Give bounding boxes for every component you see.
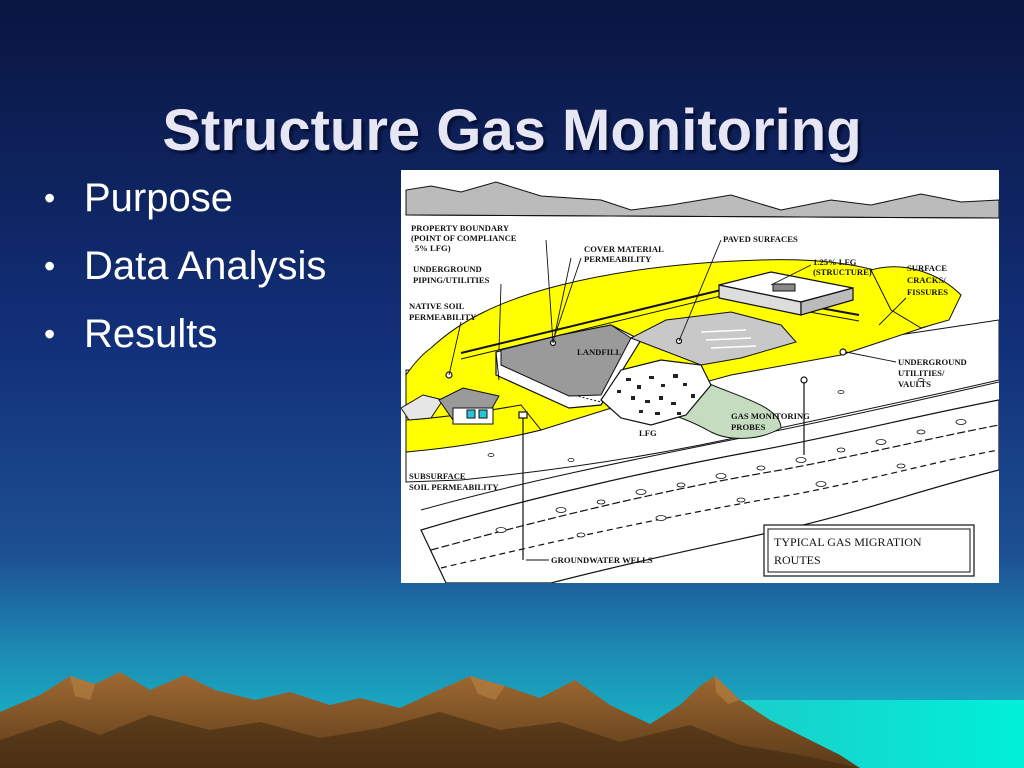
label-underground-utilities: VAULTS bbox=[898, 379, 931, 389]
label-landfill: LANDFILL bbox=[577, 347, 622, 357]
label-gas-probes: GAS MONITORING bbox=[731, 411, 810, 421]
label-surface-cracks: SURFACE bbox=[907, 263, 947, 273]
gravel-band bbox=[420, 399, 999, 583]
house-icon bbox=[401, 387, 500, 425]
label-lfg: LFG bbox=[639, 428, 657, 438]
bullet-text: Data Analysis bbox=[84, 244, 327, 288]
structure-building bbox=[718, 271, 854, 316]
label-subsurface-soil: SUBSURFACE bbox=[409, 471, 466, 481]
label-surface-cracks: CRACKS/ bbox=[907, 275, 946, 285]
legend-title: ROUTES bbox=[774, 553, 821, 567]
label-native-soil: PERMEABILITY bbox=[409, 312, 477, 322]
lfg-pocket bbox=[600, 359, 712, 426]
bullet-list: • Purpose • Data Analysis • Results bbox=[44, 172, 326, 376]
label-underground-piping: PIPING/UTILITIES bbox=[413, 275, 490, 285]
label-groundwater-wells: GROUNDWATER WELLS bbox=[551, 555, 653, 565]
label-underground-utilities: UNDERGROUND bbox=[898, 357, 967, 367]
bullet-dot: • bbox=[44, 180, 56, 216]
label-lfg-structure: (STRUCTURE) bbox=[813, 267, 872, 277]
label-subsurface-soil: SOIL PERMEABILITY bbox=[409, 482, 499, 492]
label-underground-piping: UNDERGROUND bbox=[413, 264, 482, 274]
label-paved-surfaces: PAVED SURFACES bbox=[723, 234, 798, 244]
label-property-boundary: (POINT OF COMPLIANCE bbox=[411, 233, 517, 243]
bullet-dot: • bbox=[44, 316, 56, 352]
legend-box: TYPICAL GAS MIGRATION ROUTES bbox=[763, 524, 975, 577]
label-underground-utilities: UTILITIES/ bbox=[898, 368, 945, 378]
label-surface-cracks: FISSURES bbox=[907, 287, 948, 297]
hills bbox=[405, 181, 999, 219]
bullet-item: • Purpose bbox=[44, 172, 326, 240]
bullet-item: • Results bbox=[44, 308, 326, 376]
label-cover-material: COVER MATERIAL bbox=[584, 244, 664, 254]
legend-title: TYPICAL GAS MIGRATION bbox=[774, 535, 922, 549]
bullet-text: Purpose bbox=[84, 176, 233, 220]
paved-area bbox=[629, 311, 797, 366]
label-lfg-structure: 1.25% LFG bbox=[813, 257, 857, 267]
bullet-dot: • bbox=[44, 248, 56, 284]
slide-title: Structure Gas Monitoring bbox=[162, 97, 862, 163]
label-native-soil: NATIVE SOIL bbox=[409, 301, 465, 311]
label-property-boundary: PROPERTY BOUNDARY bbox=[411, 223, 510, 233]
label-property-boundary: 5% LFG) bbox=[415, 243, 451, 253]
label-cover-material: PERMEABILITY bbox=[584, 254, 652, 264]
gas-migration-diagram: PROPERTY BOUNDARY (POINT OF COMPLIANCE 5… bbox=[401, 170, 999, 583]
bullet-text: Results bbox=[84, 312, 218, 356]
bullet-item: • Data Analysis bbox=[44, 240, 326, 308]
cover-material bbox=[500, 324, 632, 397]
label-gas-probes: PROBES bbox=[731, 422, 766, 432]
